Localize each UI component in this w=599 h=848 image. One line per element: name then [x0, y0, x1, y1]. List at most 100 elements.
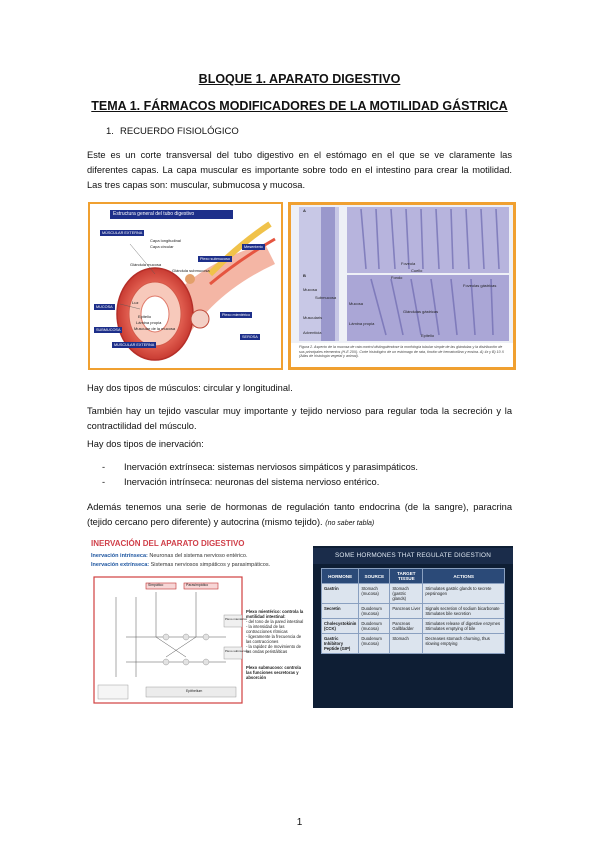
bullet-text: Inervación intrínseca: neuronas del sist…	[124, 477, 380, 487]
label-foveola: Foveola	[401, 261, 416, 266]
box-submucoso: Plexo submucoso	[225, 649, 249, 653]
table-row: Cholecystokinin (CCK) Duodenum (mucosa) …	[320, 618, 505, 634]
panel-a-label: A	[303, 208, 306, 213]
histology-figure: A B Foveola Cuello Fondo Mucosa Submucos…	[288, 202, 516, 370]
paragraph-hormones: Además tenemos una serie de hormonas de …	[87, 500, 512, 531]
side-item: - la intensidad de las contracciones rít…	[246, 624, 288, 634]
table-cell: Duodenum (mucosa)	[358, 633, 391, 654]
paragraph-innervation: Hay dos tipos de inervación:	[87, 439, 204, 449]
box-epithelium: Epithelium	[186, 689, 203, 693]
innervation-diagram	[93, 576, 243, 704]
section-number: 1.	[106, 126, 114, 137]
label-epitelio: Epitelio	[421, 333, 435, 338]
extrinsic-line: Inervación extrínseca: Sistemas nervioso…	[91, 562, 270, 568]
column-header: ACTIONS	[422, 568, 505, 584]
side-note-mienterico-title: Plexo mientérico: controla la motilidad …	[246, 609, 304, 619]
page-number: 1	[296, 817, 303, 828]
section-label: RECUERDO FISIOLÓGICO	[120, 126, 239, 137]
bullet-text: Inervación extrínseca: sistemas nervioso…	[124, 462, 419, 472]
table-cell: Signals secretion of sodium bicarbonate …	[422, 603, 505, 619]
paragraph-tissue: También hay un tejido vascular muy impor…	[87, 406, 512, 431]
block-title: BLOQUE 1. APARATO DIGESTIVO	[198, 72, 401, 86]
extrinsic-label: Inervación extrínseca:	[91, 562, 150, 568]
label-capa-longitudinal: Capa longitudinal	[150, 238, 181, 243]
tag-mesenterio: Mesenterio	[242, 244, 265, 250]
column-header: HORMONE	[320, 568, 360, 584]
label-cuello: Cuello	[411, 268, 423, 273]
tag-plexo-mienterico: Plexo mientérico	[220, 312, 253, 318]
innervation-figure: INERVACIÓN DEL APARATO DIGESTIVO Inervac…	[86, 537, 306, 707]
intrinsic-line: Inervación intrínseca: Neuronas del sist…	[91, 553, 248, 559]
side-note-mienterico: Plexo mientérico: controla la motilidad …	[246, 609, 304, 654]
table-cell: Duodenum (mucosa)	[358, 603, 391, 619]
box-mienterico: Plexo mientérico	[225, 617, 248, 621]
table-cell: Secretin	[320, 603, 360, 619]
label-lamina-propia: Lámina propia	[349, 321, 375, 326]
table-row: Gastrin Stomach (mucosa) Stomach (gastri…	[320, 583, 505, 604]
box-simpatico: Simpático	[148, 583, 164, 587]
extrinsic-text: Sistemas nerviosos simpáticos y parasimp…	[150, 562, 271, 568]
side-item: - ligeramente la frecuencia de las contr…	[246, 634, 302, 644]
intrinsic-label: Inervación intrínseca:	[91, 553, 148, 559]
table-cell: Pancreas Liver	[389, 603, 424, 619]
bullet-dash: -	[102, 477, 106, 487]
table-cell: Stomach (gastric glands)	[389, 583, 424, 604]
table-row: Secretin Duodenum (mucosa) Pancreas Live…	[320, 603, 505, 619]
figure-header: Estructura general del tubo digestivo	[110, 210, 233, 219]
label-muscular-mucosa: Muscular de la mucosa	[134, 326, 176, 331]
table-cell: Pancreas Gallbladder	[389, 618, 424, 634]
section-heading: 1. RECUERDO FISIOLÓGICO	[106, 126, 239, 137]
table-cell: Decreases stomach churning, thus slowing…	[422, 633, 505, 654]
label-epitelio: Epitelio	[138, 314, 152, 319]
table-cell: Stimulates release of digestive enzymes …	[422, 618, 505, 634]
column-header: TARGET TISSUE	[389, 568, 424, 584]
column-header: SOURCE	[358, 568, 391, 584]
table-header-row: HORMONE SOURCE TARGET TISSUE ACTIONS	[320, 568, 505, 584]
topic-title: TEMA 1. FÁRMACOS MODIFICADORES DE LA MOT…	[91, 99, 508, 113]
label-submucosa: Submucosa	[315, 295, 337, 300]
label-mucosa-a: Mucosa	[303, 287, 318, 292]
label-glandula-submucosa: Glándula submucosa	[172, 268, 210, 273]
label-mucosa-b: Mucosa	[349, 301, 364, 306]
label-fondo: Fondo	[391, 275, 403, 280]
label-adventicia: Adventicia	[303, 330, 322, 335]
table-cell: Gastric Inhibitory Peptide (GIP)	[320, 633, 360, 654]
table-cell: Cholecystokinin (CCK)	[320, 618, 360, 634]
box-parasimpatico: Parasimpático	[186, 583, 209, 587]
tag-serosa: SEROSA	[240, 334, 260, 340]
table-cell: Duodenum (mucosa)	[358, 618, 391, 634]
label-lamina-propia: Lámina propia	[136, 320, 162, 325]
intrinsic-text: Neuronas del sistema nervioso entérico.	[149, 553, 248, 559]
table-cell: Stomach (mucosa)	[358, 583, 391, 604]
side-item: - la rapidez de movimiento de las ondas …	[246, 644, 301, 654]
tag-mucosa: MUCOSA	[94, 304, 115, 310]
tag-muscular-externa-2: MUSCULAR EXTERNA	[112, 342, 157, 348]
paragraph-layers: Este es un corte transversal del tubo di…	[87, 150, 512, 190]
label-luz: Luz	[132, 300, 139, 305]
paragraph-muscles: Hay dos tipos de músculos: circular y lo…	[87, 383, 293, 393]
tag-muscular-externa: MÚSCULAR EXTERNA	[100, 230, 145, 236]
side-item: - del tono de la pared intestinal	[246, 619, 304, 624]
digestive-tube-figure: Estructura general del tubo digestivo MÚ…	[88, 202, 283, 370]
bullet-dash: -	[102, 462, 106, 472]
hormones-table-figure: SOME HORMONES THAT REGULATE DIGESTION HO…	[313, 546, 513, 708]
innervation-title: INERVACIÓN DEL APARATO DIGESTIVO	[91, 539, 245, 548]
label-glandula-mucosa: Glándula mucosa	[130, 262, 162, 267]
tag-submucosa: SUBMUCOSA	[94, 327, 123, 333]
table-row: Gastric Inhibitory Peptide (GIP) Duodenu…	[320, 633, 505, 654]
label-capa-circular: Capa circular	[150, 244, 174, 249]
side-note-submucoso: Plexo submucoso: controla las funciones …	[246, 665, 301, 680]
paragraph-hormones-text: Además tenemos una serie de hormonas de …	[87, 502, 512, 527]
paragraph-note: (no saber tabla)	[325, 520, 375, 527]
digestive-tube-illustration	[116, 221, 276, 361]
table-cell: Stomach	[389, 633, 424, 654]
figure-caption: Figura 2. Aspecto de la mucosa de rata c…	[299, 345, 505, 358]
histology-micrograph	[291, 205, 513, 343]
tag-plexo-submucoso: Plexo submucoso	[198, 256, 232, 262]
hormones-title: SOME HORMONES THAT REGULATE DIGESTION	[313, 548, 513, 564]
label-glandulas-gastricas: Glándulas gástricas	[403, 309, 439, 314]
hormones-table: HORMONE SOURCE TARGET TISSUE ACTIONS Gas…	[320, 568, 505, 654]
label-muscularis: Muscularis	[303, 315, 323, 320]
label-foveolas-gastricas: Foveolas gástricas	[463, 283, 497, 288]
panel-b-label: B	[303, 273, 306, 278]
